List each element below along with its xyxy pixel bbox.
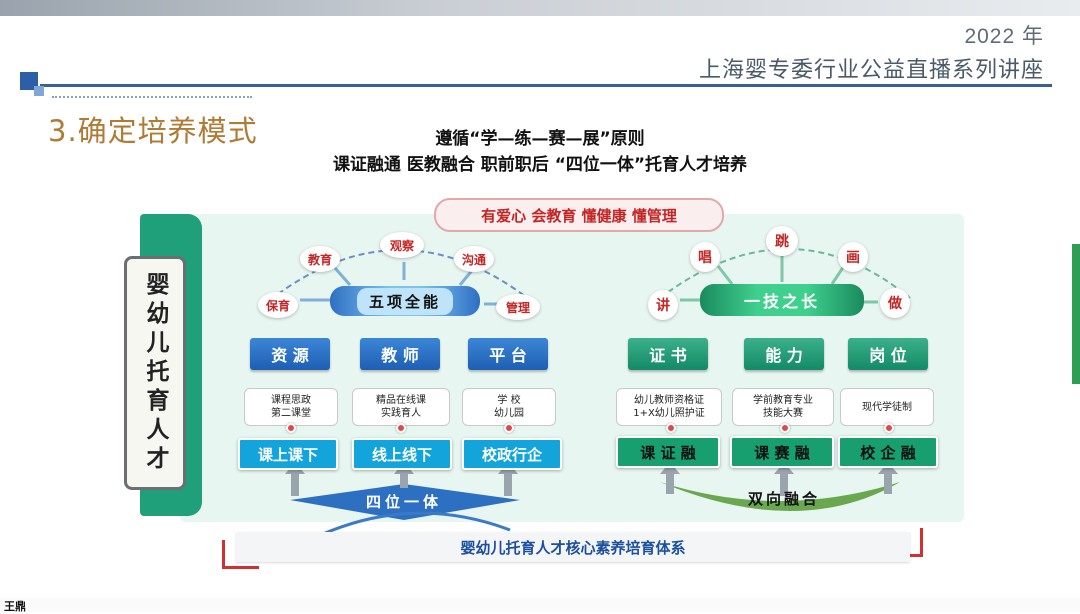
bottom-strip [0,598,1080,612]
right-base-shape [660,482,900,511]
decor-small-square-icon [34,86,44,96]
left-center-pill-text: 五项全能 [356,287,453,315]
card-line2: 幼儿园 [494,408,524,419]
left-col1-header: 资 源 [250,338,330,370]
pin-icon [396,423,406,433]
card-line1: 精品在线课 [376,395,426,406]
left-col3-button: 校政行企 [462,438,562,470]
dotted-divider [52,96,252,100]
header-title: 上海婴专委行业公益直播系列讲座 [698,58,1044,83]
right-col1-button: 课 证 融 [616,436,720,468]
up-arrow-icon [285,462,305,496]
arc-item-jiaoyu: 教育 [300,246,340,272]
pin-icon [286,423,296,433]
pin-icon [504,423,514,433]
bottom-bar: 婴幼儿托育人才核心素养培育体系 [236,532,910,562]
left-col3-card: 学 校幼儿园 [462,388,556,426]
arc-item-guancha: 观察 [380,232,424,258]
vertical-label-text: 婴幼儿托育人才 [142,271,168,475]
arc-item-chang: 唱 [690,242,720,272]
right-col3-button: 校 企 融 [838,436,938,468]
header-rule [40,84,1052,87]
right-up-arrows [660,462,898,496]
right-col3-header: 岗 位 [848,338,928,370]
right-col1-card: 幼儿教师资格证 1+X幼儿照护证 [616,388,722,426]
top-band [0,0,1080,16]
right-col2-card: 学前教育专业技能大赛 [732,388,834,426]
header-year: 2022 年 [964,25,1044,48]
up-arrow-icon [660,462,680,494]
arc-item-zuo: 做 [880,288,910,318]
card-line2: 第二课堂 [271,408,311,419]
up-arrow-icon [774,462,794,496]
subtitle-line2: 课证融通 医教融合 职前职后 “四位一体”托育人才培养 [332,155,748,175]
card-line1: 学前教育专业 [753,395,813,406]
top-banner: 有爱心 会教育 懂健康 懂管理 [434,198,724,232]
section-title: 3.确定培养模式 [48,114,258,148]
left-center-pill: 五项全能 [330,286,480,316]
left-col1-card: 课程思政第二课堂 [244,388,338,426]
left-col3-header: 平 台 [468,338,548,370]
arc-item-baoyu: 保育 [258,292,298,318]
subtitle-line1-text: 遵循“学—练—赛—展”原则 [435,129,645,149]
right-edge-strip [1072,244,1080,384]
right-center-pill: 一技之长 [700,284,864,316]
card-line2: 实践育人 [381,408,421,419]
pin-icon [780,423,790,433]
arc-item-jiang: 讲 [648,290,678,320]
right-base-label: 双向融合 [747,489,820,508]
card-line2: 1+X幼儿照护证 [633,408,705,419]
arc-item-hua: 画 [838,242,868,272]
decor-square-icon [20,72,38,90]
vertical-label: 婴幼儿托育人才 [124,256,186,490]
bottom-left-corner [222,540,259,569]
arc-item-guanli: 管理 [496,294,540,320]
arc-item-tiao: 跳 [766,226,798,256]
pin-icon [884,423,894,433]
left-col2-header: 教 师 [360,338,440,370]
left-base-shape [290,484,520,520]
subtitle-line1: 遵循“学—练—赛—展”原则 [0,124,1080,149]
right-arc [659,248,911,299]
up-arrow-icon [498,462,518,496]
right-center-pill-text: 一技之长 [743,292,820,311]
right-col1-header: 证 书 [628,338,708,370]
left-col1-button: 课上课下 [238,438,338,470]
right-col2-header: 能 力 [744,338,824,370]
right-col3-card: 现代学徒制 [840,388,934,426]
card-line1: 学 校 [497,395,521,406]
left-base-label: 四位一体 [365,492,442,511]
left-col2-card: 精品在线课实践育人 [352,388,450,426]
card-line1: 幼儿教师资格证 [634,395,704,406]
arc-item-goutong: 沟通 [454,246,494,272]
card-line2: 技能大赛 [763,408,803,419]
card-line1: 现代学徒制 [862,401,912,413]
card-line1: 课程思政 [271,395,311,406]
up-arrow-icon [878,462,898,494]
footer-mark: 王鼎 [4,600,26,613]
left-col2-button: 线上线下 [352,438,452,470]
right-col2-button: 课 赛 融 [730,436,834,468]
pin-icon [666,423,676,433]
